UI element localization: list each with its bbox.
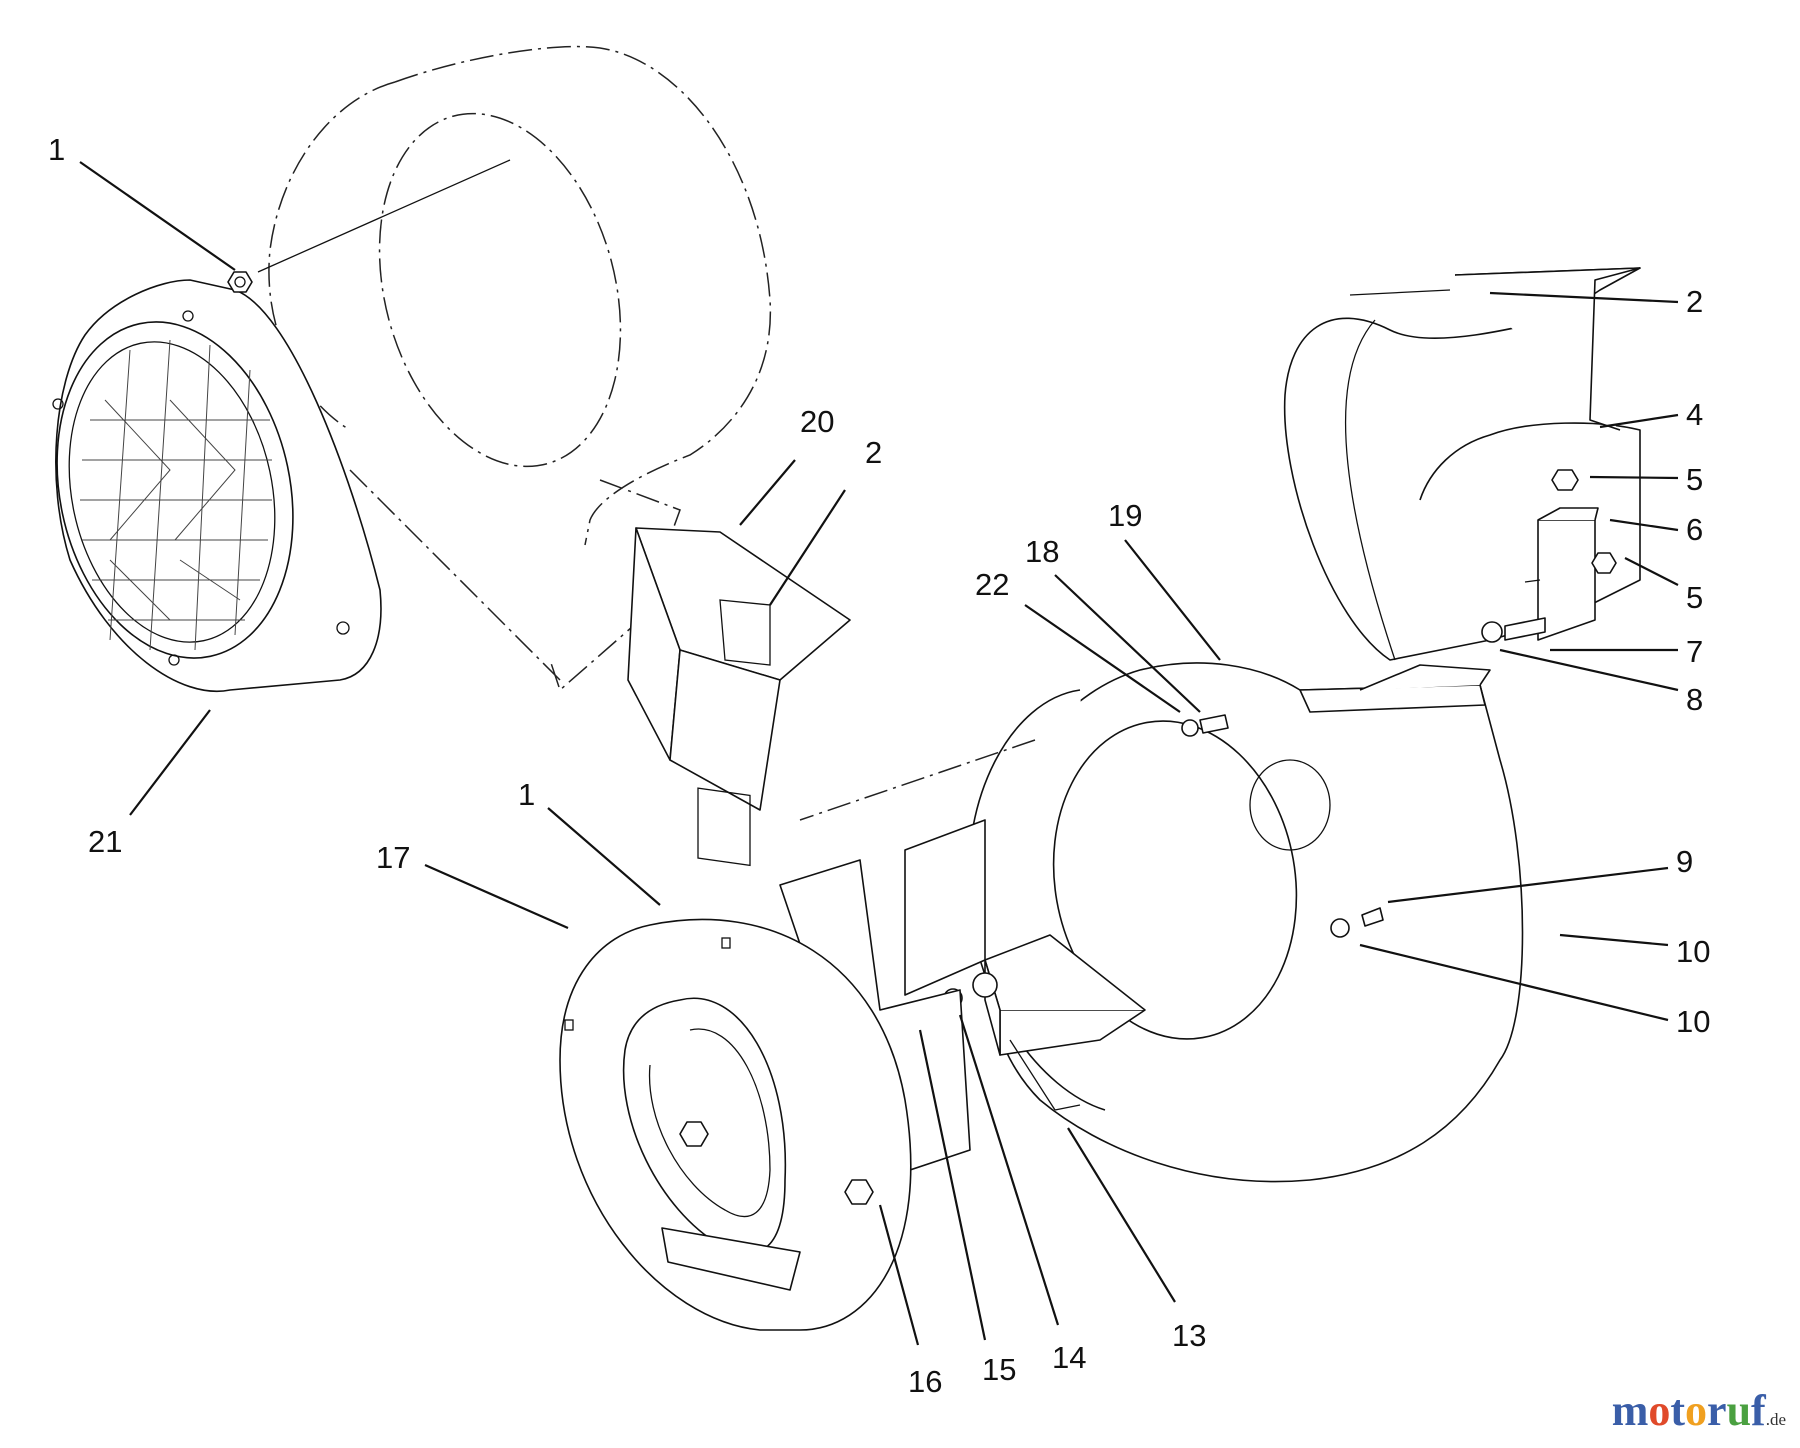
- watermark-logo: motoruf.de: [1612, 1385, 1786, 1436]
- screen-mesh: [80, 339, 272, 651]
- callout-14: 14: [1052, 1340, 1086, 1375]
- housing-plate-17: [559, 859, 971, 1331]
- callout-5: 5: [1686, 580, 1703, 615]
- wm-suffix: .de: [1765, 1410, 1786, 1429]
- callout-7: 7: [1686, 634, 1703, 669]
- wm-r: r: [1707, 1386, 1727, 1435]
- blower-housing-13: [799, 662, 1524, 1183]
- wm-m: m: [1611, 1386, 1649, 1435]
- callout-22: 22: [975, 567, 1009, 602]
- callout-10: 10: [1676, 934, 1710, 969]
- callout-18: 18: [1025, 534, 1059, 569]
- callout-1: 1: [518, 777, 535, 812]
- wm-o2: o: [1685, 1386, 1708, 1435]
- wm-f: f: [1751, 1386, 1766, 1435]
- callout-21: 21: [88, 824, 122, 859]
- screen-cover-21: [52, 279, 382, 692]
- nut-1-upper: [227, 159, 511, 293]
- callout-2: 2: [865, 435, 882, 470]
- wm-o1: o: [1648, 1386, 1671, 1435]
- callout-4: 4: [1686, 397, 1703, 432]
- callout-6: 6: [1686, 512, 1703, 547]
- callout-20: 20: [800, 404, 834, 439]
- callout-10: 10: [1676, 1004, 1710, 1039]
- wm-u: u: [1726, 1386, 1752, 1435]
- chute-adapter-20: [549, 479, 851, 867]
- bracket-6: [1481, 469, 1617, 643]
- callout-5: 5: [1686, 462, 1703, 497]
- callout-8: 8: [1686, 682, 1703, 717]
- leader-lines: [79, 161, 1679, 1346]
- callout-15: 15: [982, 1352, 1016, 1387]
- callout-labels: 1 21 20 2 2 4 5 6 5 7 8 19 18 22 1 17 9 …: [48, 132, 1710, 1399]
- callout-1: 1: [48, 132, 65, 167]
- callout-19: 19: [1108, 498, 1142, 533]
- callout-2: 2: [1686, 284, 1703, 319]
- callout-17: 17: [376, 840, 410, 875]
- callout-16: 16: [908, 1364, 942, 1399]
- callout-9: 9: [1676, 844, 1693, 879]
- wm-t: t: [1670, 1386, 1686, 1435]
- upper-housing-ghost: [268, 45, 772, 681]
- callout-13: 13: [1172, 1318, 1206, 1353]
